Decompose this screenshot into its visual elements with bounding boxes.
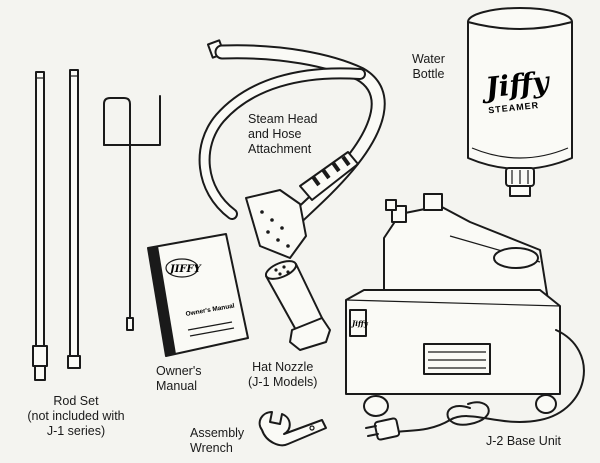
rod-2-end	[67, 355, 81, 369]
rod-1	[35, 71, 45, 347]
rod-2	[69, 69, 79, 357]
rod-set-illustration	[32, 69, 161, 381]
label-assembly-wrench: Assembly Wrench	[190, 426, 245, 455]
bottle-logo: Jiffy	[479, 65, 552, 105]
manual-logo: JIFFY	[168, 264, 202, 275]
label-steam-head-hose: Steam Head and Hose Attachment	[248, 112, 318, 156]
hanger-hook	[103, 97, 131, 146]
base-logo: Jiffy	[350, 319, 369, 328]
label-owners-manual: Owner's Manual	[156, 364, 202, 393]
label-hat-nozzle: Hat Nozzle (J-1 Models)	[248, 360, 318, 389]
rod-1-coupler	[32, 345, 48, 367]
owners-manual-illustration: JIFFY Owner's Manual	[147, 233, 249, 357]
base-unit-illustration: Jiffy	[345, 193, 585, 441]
label-base-unit: J-2 Base Unit	[486, 434, 562, 448]
label-rod-set: Rod Set (not included with J-1 series)	[27, 394, 125, 438]
water-bottle-illustration: Jiffy STEAMER	[467, 7, 573, 197]
assembly-wrench-illustration	[258, 411, 327, 447]
hat-nozzle-illustration	[264, 260, 331, 351]
steam-head	[245, 189, 307, 259]
label-water-bottle: Water Bottle	[412, 52, 445, 81]
steam-hose-illustration	[198, 39, 386, 259]
